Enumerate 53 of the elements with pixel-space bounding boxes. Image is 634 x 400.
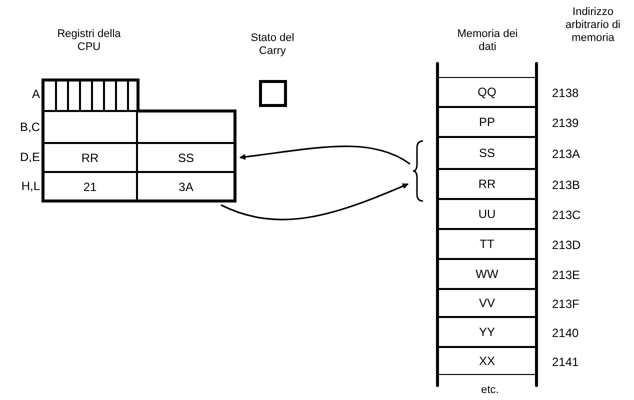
memory-cell — [437, 289, 537, 317]
memory-cell — [437, 229, 537, 259]
cell-value: SS — [178, 150, 194, 166]
register-cell — [43, 172, 137, 201]
hatched-register-cell — [43, 80, 138, 111]
cell-value: 3A — [178, 178, 194, 196]
cell-value: VV — [478, 295, 495, 312]
register-name: A — [32, 88, 40, 100]
memory-cell — [437, 169, 537, 199]
memory-cell — [437, 199, 537, 229]
memory-address: 213C — [552, 207, 581, 224]
memory-address: 2141 — [552, 354, 579, 371]
register-name: H,L — [21, 180, 40, 192]
register-name: B,C — [20, 120, 40, 134]
memory-address: 213B — [552, 177, 580, 194]
cell-value: RR — [478, 176, 496, 193]
cell-value: RR — [81, 150, 99, 166]
register-name: D,E — [20, 150, 40, 164]
memory-cell — [437, 259, 537, 289]
cell-value: SS — [478, 145, 495, 162]
cell-value: 21 — [83, 178, 97, 196]
memory-cell — [437, 137, 537, 169]
curly-brace — [412, 140, 424, 202]
cell-value: TT — [480, 236, 494, 253]
cell-value: WW — [476, 266, 498, 283]
register-cell — [137, 143, 235, 172]
cell-value: XX — [478, 353, 495, 370]
memory-cell — [437, 107, 537, 137]
memory-address: 213F — [552, 296, 580, 313]
cell-value: PP — [478, 114, 495, 131]
memory-address: 213D — [552, 237, 581, 254]
memory-cell — [437, 77, 537, 107]
cell-value: YY — [478, 324, 495, 341]
register-cell — [43, 143, 137, 172]
curved-arrow — [239, 146, 410, 165]
register-cell — [43, 111, 137, 143]
address-heading: Indirizzo arbitrario di memoria — [564, 6, 622, 46]
memory-cell — [437, 347, 537, 375]
memory-heading: Memoria dei dati — [456, 28, 519, 54]
memory-address: 213E — [552, 267, 580, 284]
memory-cell — [437, 317, 537, 347]
cell-value: QQ — [478, 84, 496, 101]
curved-arrow — [220, 183, 409, 220]
memory-address: 2138 — [552, 85, 579, 102]
cell-value: UU — [478, 206, 496, 223]
continuation-note: etc. — [481, 384, 499, 398]
memory-address: 2139 — [552, 115, 579, 132]
register-heading: Registri della CPU — [56, 28, 122, 54]
carry-heading: Stato del Carry — [250, 32, 296, 58]
memory-address: 2140 — [552, 325, 579, 342]
register-cell — [137, 111, 235, 143]
memory-address: 213A — [552, 146, 580, 163]
register-cell — [137, 172, 235, 201]
